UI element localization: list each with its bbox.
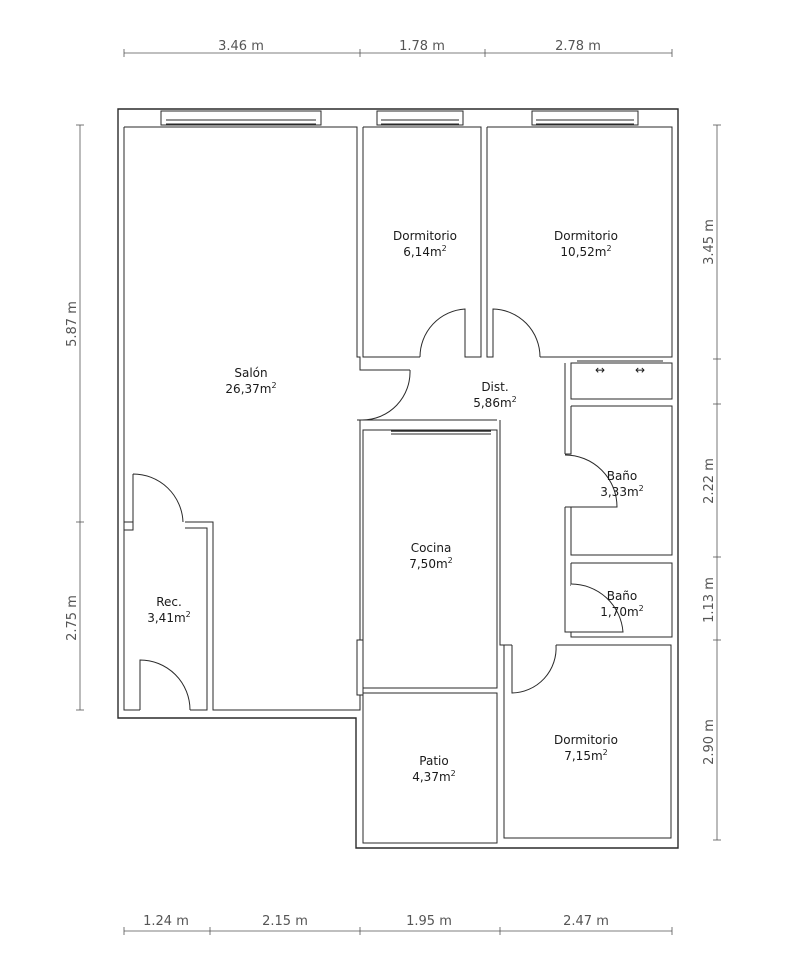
dimension-labels: 3.46 m 1.78 m 2.78 m 1.24 m 2.15 m 1.95 … xyxy=(65,39,717,929)
windows xyxy=(160,110,639,696)
door-rec-bottom xyxy=(139,659,191,711)
area-exponent: 2 xyxy=(451,769,456,778)
room-name: Dist. xyxy=(481,380,508,394)
area-exponent: 2 xyxy=(442,244,447,253)
dimension-lines xyxy=(76,49,721,935)
room-area: 26,37m2 xyxy=(225,381,276,396)
dim-left-2: 2.75 m xyxy=(65,595,80,641)
room-area: 5,86m2 xyxy=(473,395,517,410)
dim-bottom-4: 2.47 m xyxy=(563,914,609,929)
sliding-arrow-icon: ↔ xyxy=(595,363,605,377)
dim-top-3: 2.78 m xyxy=(555,39,601,54)
area-exponent: 2 xyxy=(639,484,644,493)
area-exponent: 2 xyxy=(512,395,517,404)
room-area: 10,52m2 xyxy=(560,244,611,259)
room-name: Dormitorio xyxy=(554,733,618,747)
area-exponent: 2 xyxy=(603,748,608,757)
door-dormitorio-2 xyxy=(492,308,541,358)
room-name: Dormitorio xyxy=(554,229,618,243)
door-rec-top xyxy=(132,473,184,523)
room-name: Baño xyxy=(607,469,638,483)
room-area: 4,37m2 xyxy=(412,769,456,784)
doors xyxy=(132,308,624,711)
area-exponent: 2 xyxy=(448,556,453,565)
door-salon xyxy=(361,369,411,421)
door-bano-2 xyxy=(570,583,624,633)
room-area: 1,70m2 xyxy=(600,604,644,619)
room-area: 3,41m2 xyxy=(147,610,191,625)
dim-bottom-3: 1.95 m xyxy=(406,914,452,929)
sliding-arrow-icon-2: ↔ xyxy=(635,363,645,377)
area-exponent: 2 xyxy=(186,610,191,619)
area-exponent: 2 xyxy=(606,244,611,253)
door-dormitorio-1 xyxy=(419,308,466,358)
room-area: 7,50m2 xyxy=(409,556,453,571)
room-name: Salón xyxy=(234,366,267,380)
dim-bottom-1: 1.24 m xyxy=(143,914,189,929)
dim-right-1: 3.45 m xyxy=(702,219,717,265)
dim-left-1: 5.87 m xyxy=(65,301,80,347)
dim-top-2: 1.78 m xyxy=(399,39,445,54)
room-area: 3,33m2 xyxy=(600,484,644,499)
room-name: Rec. xyxy=(156,595,182,609)
area-exponent: 2 xyxy=(271,381,276,390)
room-name: Patio xyxy=(419,754,448,768)
dim-right-2: 2.22 m xyxy=(702,458,717,504)
walls xyxy=(117,108,679,849)
room-name: Baño xyxy=(607,589,638,603)
area-exponent: 2 xyxy=(639,604,644,613)
door-bano-1 xyxy=(564,454,618,508)
room-name: Dormitorio xyxy=(393,229,457,243)
room-area: 7,15m2 xyxy=(564,748,608,763)
closet: ↔ ↔ xyxy=(577,356,663,377)
room-labels: Salón26,37m2Dormitorio6,14m2Dormitorio10… xyxy=(147,229,644,784)
dim-bottom-2: 2.15 m xyxy=(262,914,308,929)
dim-right-3: 1.13 m xyxy=(702,577,717,623)
room-name: Cocina xyxy=(411,541,452,555)
room-area: 6,14m2 xyxy=(403,244,447,259)
dim-top-1: 3.46 m xyxy=(218,39,264,54)
door-dormitorio-3 xyxy=(511,644,557,694)
dim-right-4: 2.90 m xyxy=(702,719,717,765)
